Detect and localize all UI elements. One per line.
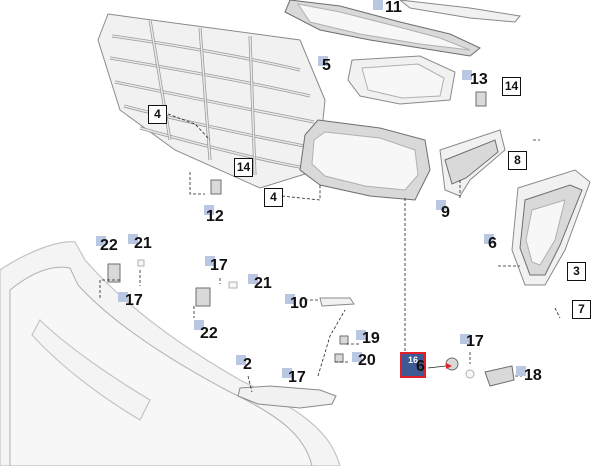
callout-box-8: 8	[508, 151, 527, 170]
callout-17: 17	[288, 369, 306, 386]
part-4-grille	[97, 13, 326, 189]
callout-box-7: 7	[572, 300, 591, 319]
callout-22: 22	[100, 237, 118, 254]
part-22-bracket-left	[107, 259, 145, 283]
callout-box-4: 4	[148, 105, 167, 124]
callout-19: 19	[362, 330, 380, 347]
part-19-clip	[339, 335, 349, 345]
callout-20: 20	[358, 352, 376, 369]
callout-box-14: 14	[234, 158, 253, 177]
part-12-clip	[210, 179, 222, 195]
part-18-bracket	[465, 365, 515, 387]
callout-tag	[516, 366, 526, 376]
callout-tag	[204, 205, 214, 215]
callout-tag	[96, 236, 106, 246]
callout-9: 9	[441, 204, 450, 221]
part-3-air-duct	[511, 169, 591, 286]
callout-16-highlighted[interactable]: 16	[400, 352, 426, 378]
callout-12: 12	[206, 208, 224, 225]
callout-5: 5	[322, 57, 331, 74]
part-9-side-trim	[439, 129, 506, 197]
callout-tag	[352, 352, 362, 362]
callout-tag	[436, 200, 446, 210]
callout-17: 17	[210, 257, 228, 274]
callout-2: 2	[243, 356, 252, 373]
callout-tag	[128, 234, 138, 244]
callout-tag	[356, 330, 366, 340]
callout-tag	[194, 320, 204, 330]
callout-11: 11	[385, 0, 402, 16]
callout-22: 22	[200, 325, 218, 342]
part-22-bracket-center	[195, 281, 238, 307]
callout-tag	[373, 0, 383, 10]
callout-box-4: 4	[264, 188, 283, 207]
callout-tag	[318, 56, 328, 66]
part-5-trim	[347, 55, 456, 105]
callout-tag	[460, 334, 470, 344]
callout-10: 10	[290, 295, 308, 312]
callout-13: 13	[470, 71, 488, 88]
callout-tag	[118, 292, 128, 302]
part-10-strip	[319, 297, 355, 307]
callout-6-partial: 6	[416, 358, 425, 375]
bumper-cover	[0, 241, 341, 466]
part-4-grille-frame	[299, 119, 431, 201]
part-2-molding	[237, 385, 337, 409]
callout-21: 21	[134, 235, 152, 252]
leader-lines	[99, 113, 561, 393]
callout-21: 21	[254, 275, 272, 292]
part-11-air-guide	[284, 0, 521, 57]
callout-box-3: 3	[567, 262, 586, 281]
callout-tag	[236, 355, 246, 365]
callout-tag	[205, 256, 215, 266]
callout-box-14: 14	[502, 77, 521, 96]
part-20-clip	[334, 353, 344, 363]
callout-tag	[462, 70, 472, 80]
part-13-clip	[475, 91, 487, 107]
callout-6: 6	[488, 235, 497, 252]
callout-tag	[282, 368, 292, 378]
callout-18: 18	[524, 367, 542, 384]
callout-tag	[285, 294, 295, 304]
callout-17: 17	[466, 333, 484, 350]
callout-17: 17	[125, 292, 143, 309]
callout-tag	[248, 274, 258, 284]
callout-tag	[484, 234, 494, 244]
